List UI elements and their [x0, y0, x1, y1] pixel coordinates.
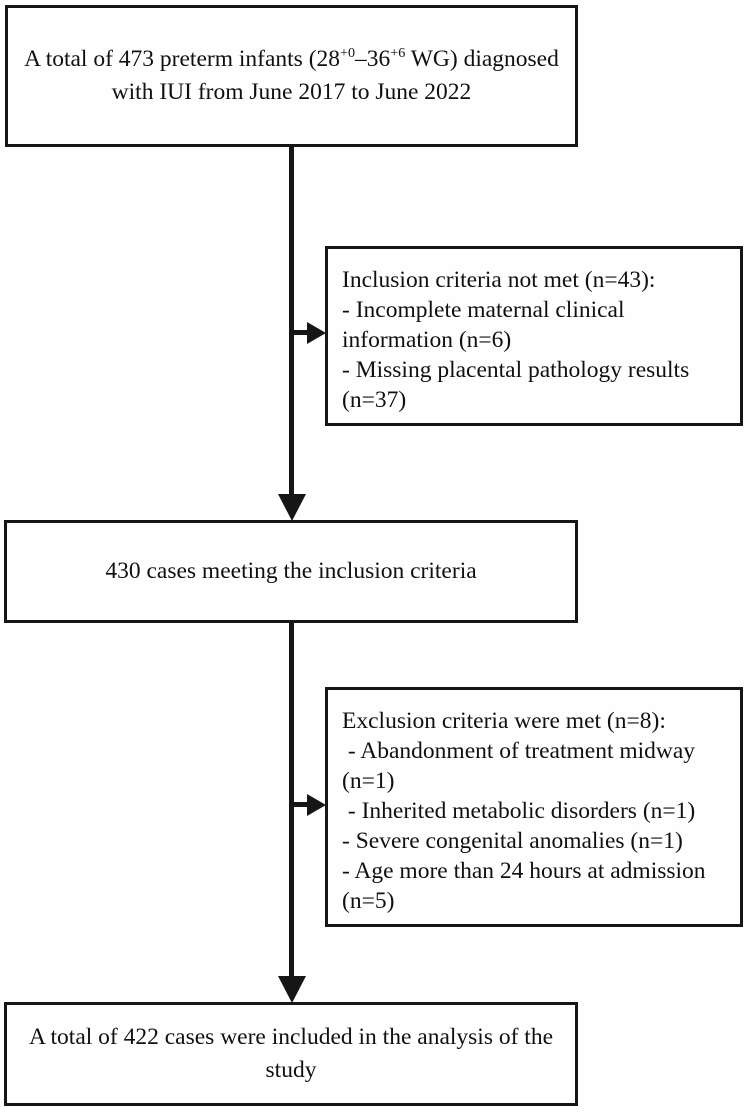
excluded-line: - Severe congenital anomalies (n=1): [342, 828, 683, 854]
analyzed-line-2: study: [265, 1057, 317, 1083]
not-met-line: (n=37): [342, 387, 407, 413]
arrow-enrollment-to-included-shaft: [289, 147, 294, 496]
excluded-line: - Age more than 24 hours at admission: [342, 858, 706, 884]
not-met-line: information (n=6): [342, 327, 512, 353]
arrow-enrollment-to-included-arrowhead-icon: [278, 494, 306, 521]
enrollment-line-2: with IUI from June 2017 to June 2022: [111, 79, 472, 105]
box-cases-meeting-inclusion-criteria: 430 cases meeting the inclusion criteria: [4, 520, 578, 623]
branch-arrow-excluded-arrowhead-icon: [307, 794, 326, 816]
enrollment-line-1: A total of 473 preterm infants (28+0–36+…: [24, 43, 559, 76]
enrollment-superscript-2: +6: [390, 45, 406, 62]
enrollment-line-1-a: A total of 473 preterm infants (28: [24, 46, 341, 72]
enrollment-superscript-1: +0: [340, 45, 356, 62]
box-inclusion-criteria-not-met: Inclusion criteria not met (n=43): - Inc…: [325, 246, 743, 426]
box-final-analysis: A total of 422 cases were included in th…: [4, 1002, 578, 1106]
branch-arrow-not-met-shaft: [291, 330, 308, 335]
included-text: 430 cases meeting the inclusion criteria: [105, 558, 477, 584]
excluded-line: Exclusion criteria were met (n=8):: [342, 708, 666, 734]
arrow-included-to-analyzed-shaft: [289, 623, 294, 978]
excluded-line: (n=1): [342, 768, 395, 794]
branch-arrow-excluded-shaft: [291, 802, 308, 807]
not-met-line: Inclusion criteria not met (n=43):: [342, 267, 656, 293]
arrow-included-to-analyzed-arrowhead-icon: [278, 976, 306, 1003]
analyzed-line-1: A total of 422 cases were included in th…: [28, 1024, 554, 1050]
enrollment-line-1-c: WG) diagnosed: [405, 46, 559, 72]
enrollment-line-1-b: –36: [355, 46, 391, 72]
box-enrollment: A total of 473 preterm infants (28+0–36+…: [5, 5, 578, 147]
excluded-line: - Inherited metabolic disorders (n=1): [342, 798, 696, 824]
branch-arrow-not-met-arrowhead-icon: [307, 322, 326, 344]
not-met-line: - Incomplete maternal clinical: [342, 297, 625, 323]
excluded-line: - Abandonment of treatment midway: [342, 738, 696, 764]
not-met-line: - Missing placental pathology results: [342, 357, 690, 383]
box-exclusion-criteria-met: Exclusion criteria were met (n=8): - Aba…: [325, 687, 743, 927]
excluded-line: (n=5): [342, 888, 395, 914]
